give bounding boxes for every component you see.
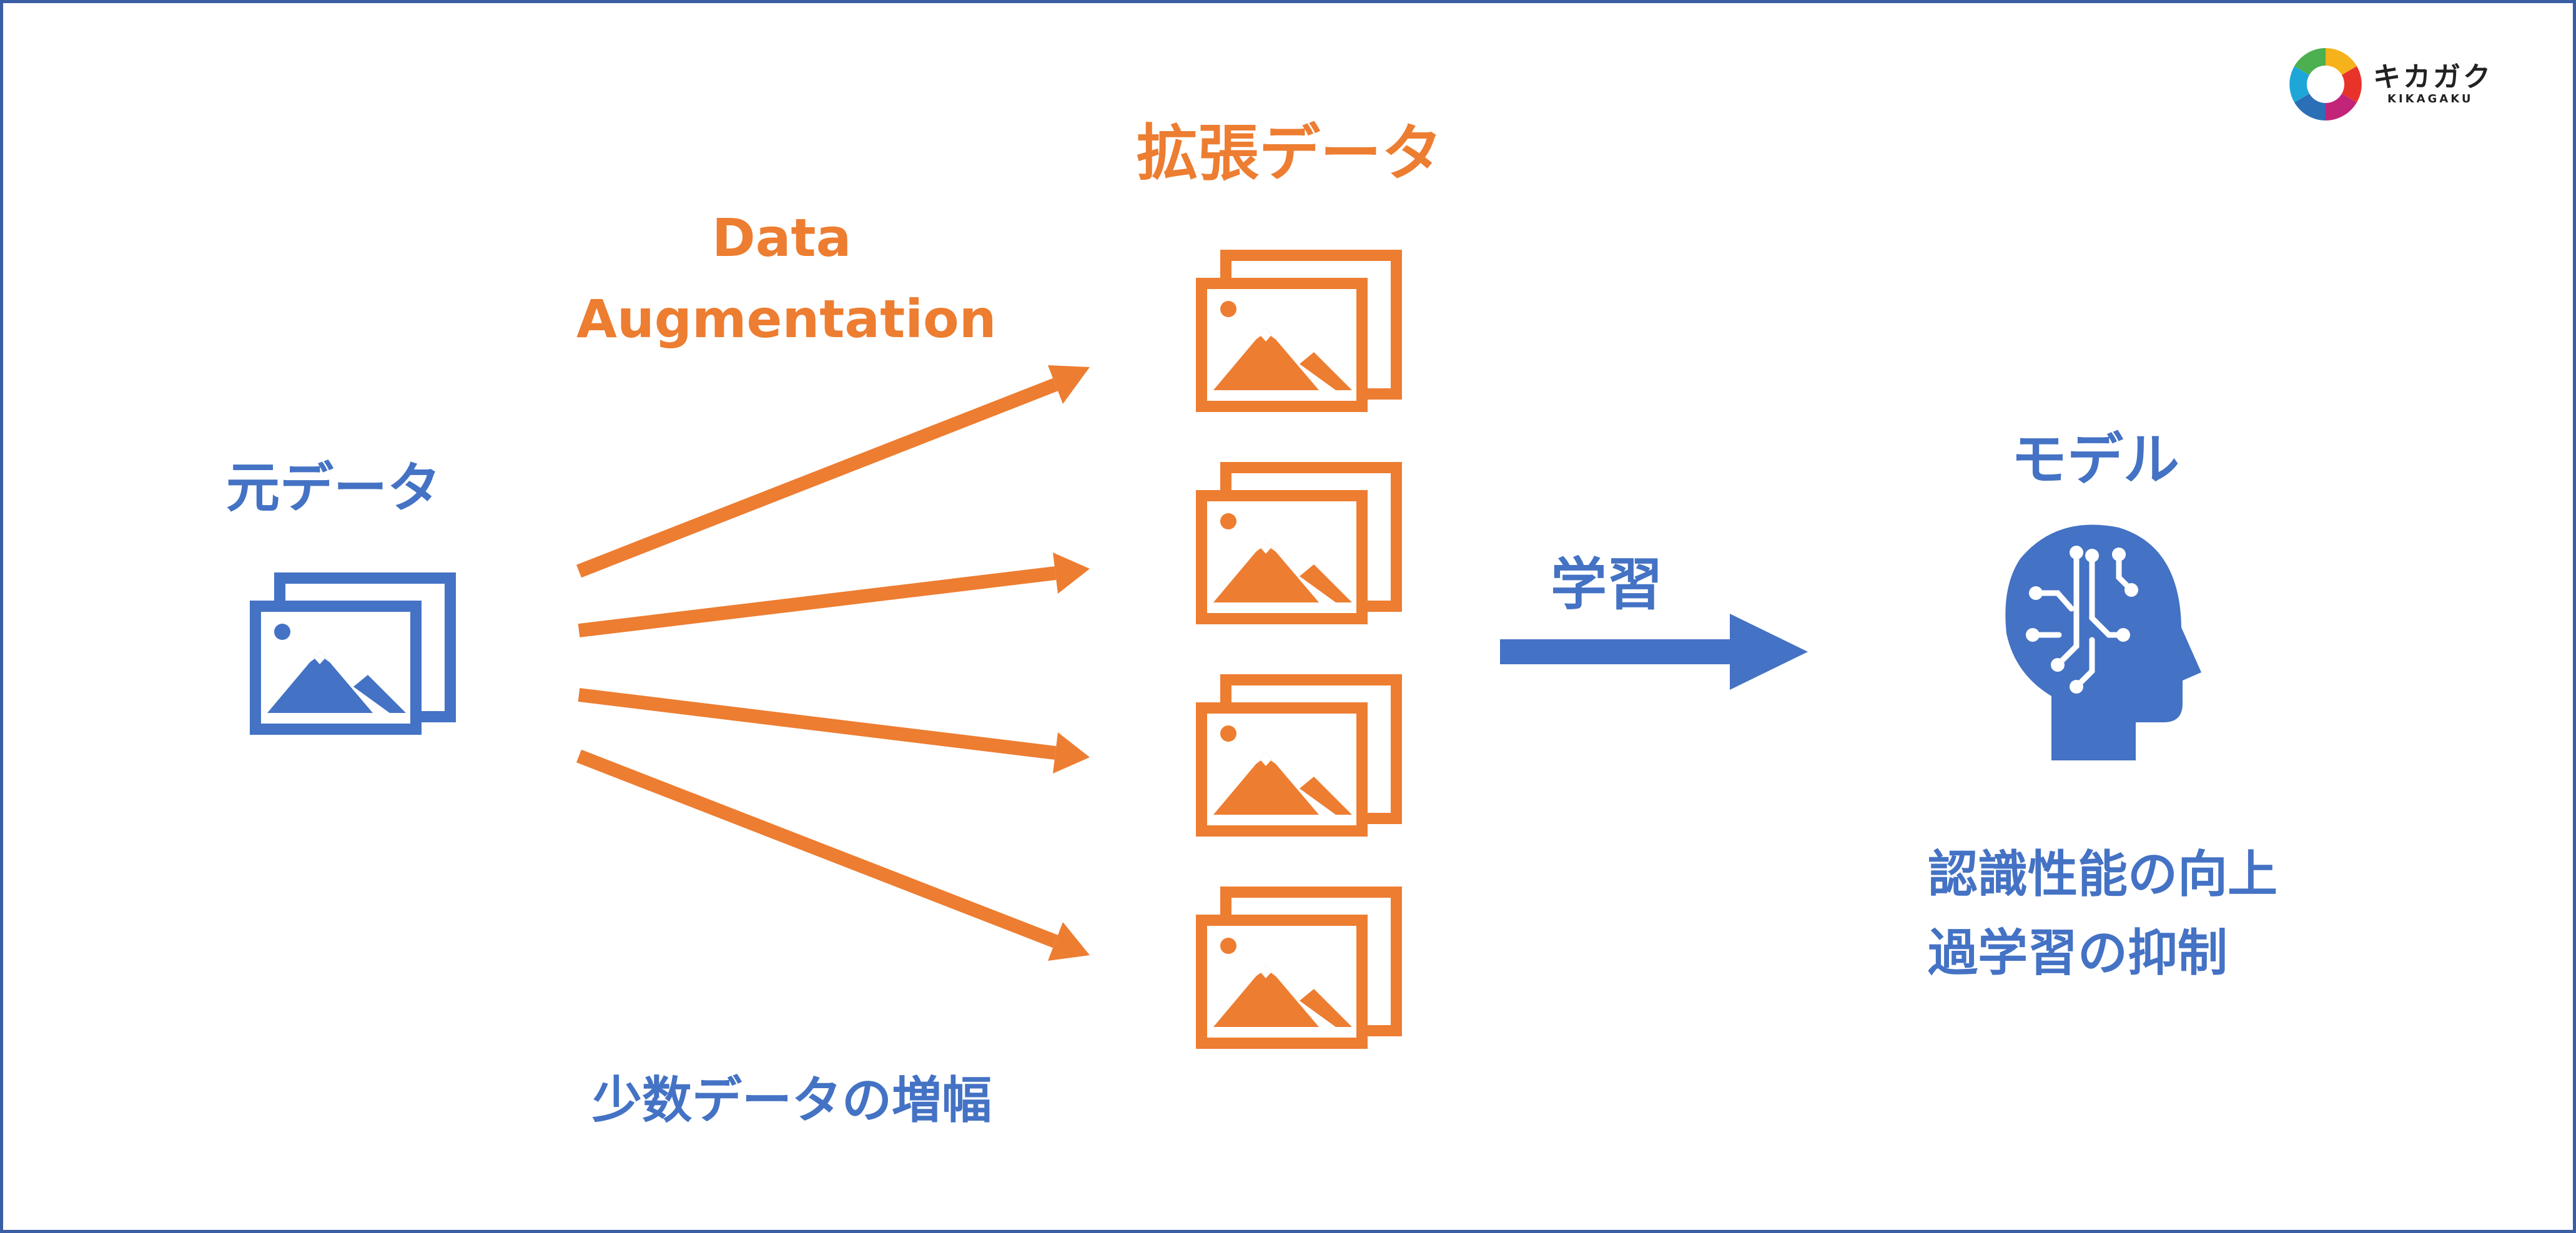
diagram-graphics xyxy=(3,48,2362,1230)
augmentation-label-line1: Data xyxy=(712,207,852,268)
augmented-image-1-icon xyxy=(1196,255,1396,412)
ai-head-icon xyxy=(2005,524,2201,760)
kikagaku-logo-icon xyxy=(2289,48,2362,120)
learning-arrow xyxy=(1500,614,1808,690)
original-images-icon xyxy=(250,578,450,735)
logo-name-ja: キカガク xyxy=(2373,61,2493,93)
augmented-image-3-icon xyxy=(1196,680,1396,837)
augmented-data-label: 拡張データ xyxy=(1137,118,1443,189)
model-label: モデル xyxy=(2011,427,2179,493)
benefit-overfitting-label: 過学習の抑制 xyxy=(1928,924,2228,982)
augmentation-arrow-2 xyxy=(578,553,1090,637)
augmented-image-2-icon xyxy=(1196,468,1396,624)
original-data-label: 元データ xyxy=(226,457,441,519)
logo-name-en: KIKAGAKU xyxy=(2387,92,2474,106)
few-data-amplification-label: 少数データの増幅 xyxy=(592,1071,992,1129)
learning-label: 学習 xyxy=(1551,552,1663,617)
augmentation-label-line2: Augmentation xyxy=(576,288,997,350)
augmentation-arrow-4 xyxy=(576,749,1090,961)
augmentation-arrow-1 xyxy=(576,365,1090,578)
benefit-recognition-label: 認識性能の向上 xyxy=(1928,845,2277,903)
augmented-image-4-icon xyxy=(1196,892,1396,1049)
augmentation-arrow-3 xyxy=(578,688,1090,774)
